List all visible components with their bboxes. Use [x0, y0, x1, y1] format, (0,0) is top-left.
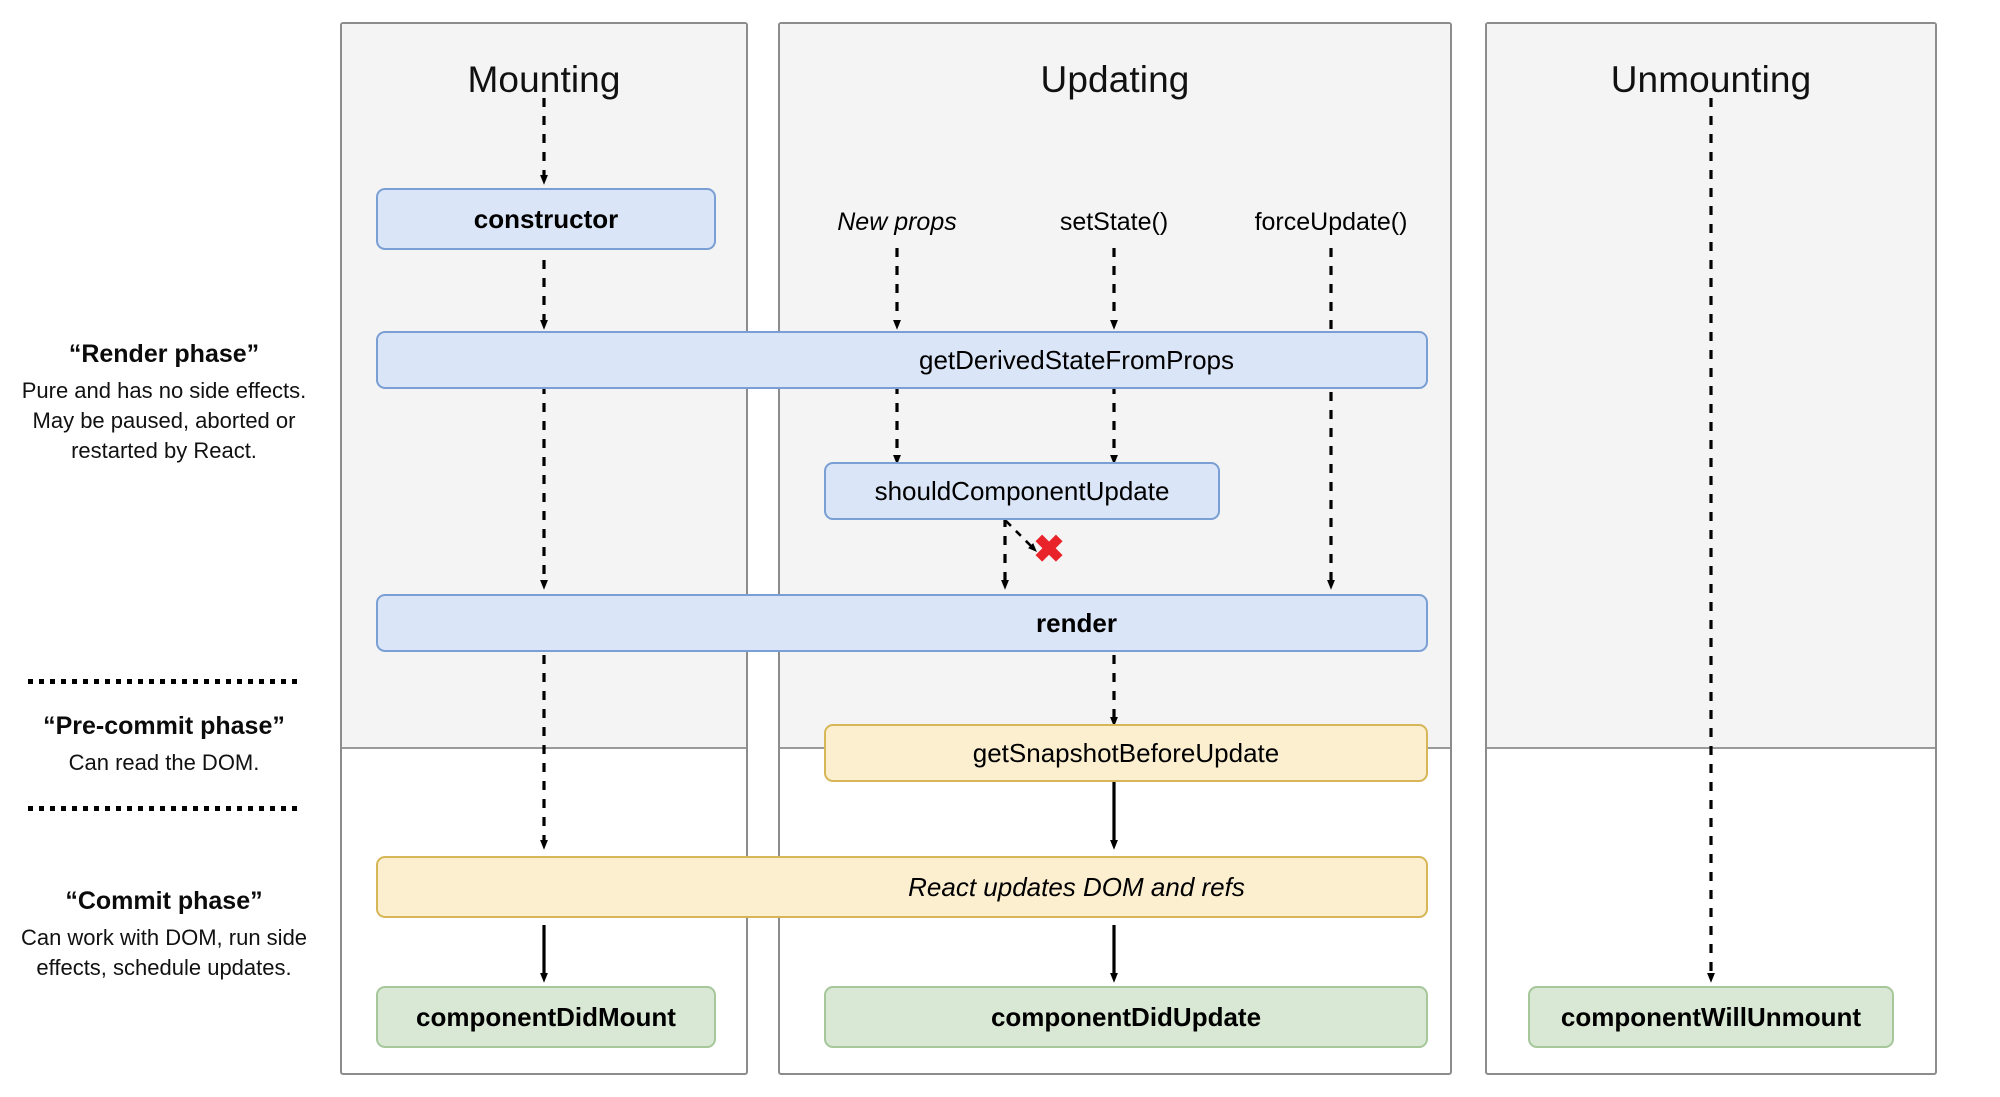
column-unmounting: Unmounting: [1485, 22, 1937, 1075]
column-mounting-title: Mounting: [467, 59, 621, 100]
lifecycle-box-get-snapshot-before-update-label: getSnapshotBeforeUpdate: [972, 738, 1280, 768]
skip-update-x-icon: ✖: [1033, 529, 1065, 571]
lifecycle-box-get-derived-state-from-props-label: getDerivedStateFromProps: [918, 345, 1235, 375]
phase-divider-top: [28, 679, 300, 684]
lifecycle-box-should-component-update-label: shouldComponentUpdate: [874, 476, 1170, 506]
phase-legend-render-title: “Render phase”: [68, 340, 260, 368]
lifecycle-box-react-updates-dom-and-refs-label: React updates DOM and refs: [908, 872, 1245, 902]
lifecycle-box-constructor-label: constructor: [473, 204, 619, 234]
phase-legend-pre-commit-title: “Pre-commit phase”: [43, 712, 285, 740]
lifecycle-box-render[interactable]: render: [376, 594, 1428, 652]
lifecycle-box-component-will-unmount-label: componentWillUnmount: [1560, 1002, 1862, 1032]
phase-legend-commit-title: “Commit phase”: [65, 887, 263, 915]
phase-legend-pre-commit: “Pre-commit phase” Can read the DOM.: [8, 710, 320, 778]
phase-legend-commit-body: Can work with DOM, run side effects, sch…: [20, 925, 308, 980]
lifecycle-box-component-did-mount-label: componentDidMount: [416, 1002, 676, 1032]
lifecycle-box-get-derived-state-from-props[interactable]: getDerivedStateFromProps: [376, 331, 1428, 389]
phase-legend-render: “Render phase” Pure and has no side effe…: [8, 338, 320, 466]
lifecycle-box-should-component-update[interactable]: shouldComponentUpdate: [824, 462, 1220, 520]
trigger-label-set-state: setState(): [1059, 208, 1169, 236]
lifecycle-box-component-did-update[interactable]: componentDidUpdate: [824, 986, 1428, 1048]
phase-legend-render-body: Pure and has no side effects. May be pau…: [21, 378, 307, 463]
lifecycle-box-component-did-update-label: componentDidUpdate: [990, 1002, 1262, 1032]
phase-legend-commit: “Commit phase” Can work with DOM, run si…: [8, 885, 320, 983]
lifecycle-box-constructor[interactable]: constructor: [376, 188, 716, 250]
lifecycle-box-render-label: render: [1036, 608, 1117, 638]
lifecycle-box-react-updates-dom-and-refs[interactable]: React updates DOM and refs: [376, 856, 1428, 918]
phase-legend-pre-commit-body: Can read the DOM.: [68, 750, 260, 775]
column-unmounting-title: Unmounting: [1610, 59, 1812, 100]
lifecycle-box-get-snapshot-before-update[interactable]: getSnapshotBeforeUpdate: [824, 724, 1428, 782]
column-unmounting-render-shade: [1487, 24, 1935, 749]
column-updating-title: Updating: [1040, 59, 1190, 100]
lifecycle-box-component-will-unmount[interactable]: componentWillUnmount: [1528, 986, 1894, 1048]
lifecycle-box-component-did-mount[interactable]: componentDidMount: [376, 986, 716, 1048]
phase-divider-bottom: [28, 806, 300, 811]
trigger-label-new-props: New props: [837, 208, 957, 236]
trigger-label-force-update: forceUpdate(): [1254, 208, 1408, 236]
